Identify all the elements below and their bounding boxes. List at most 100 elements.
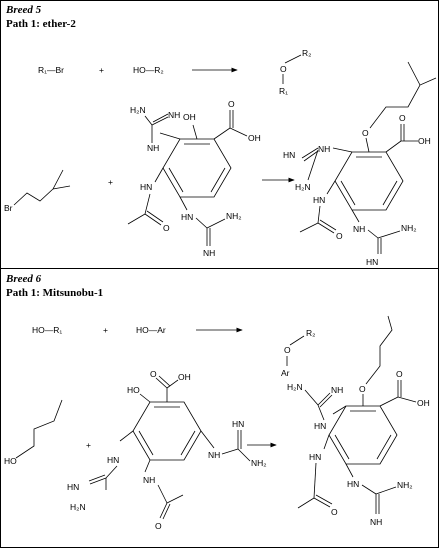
benzene-ring (162, 138, 232, 198)
prod2-acid-o: O (396, 369, 403, 379)
bond (154, 167, 164, 183)
breed5-product-o: O (280, 64, 287, 74)
bond (144, 193, 151, 215)
bond (317, 404, 325, 421)
mol1-acid-oh: OH (248, 133, 261, 143)
breed5-br-label: Br (4, 203, 13, 213)
bond (144, 459, 151, 473)
breed6-product-o: O (284, 345, 291, 355)
breed5-product-molecule: O O OH OH NH HN H₂N HN O NH NH₂ HN (283, 61, 437, 267)
bond (397, 396, 417, 403)
prod2-ether-o: O (359, 384, 366, 394)
breed5-product-r1: R₁ (279, 86, 288, 96)
breed5-reactant2: HO—R₂ (133, 65, 164, 75)
mol1-oh: OH (183, 112, 196, 122)
bond (195, 217, 208, 229)
bond (144, 213, 162, 226)
bond (340, 180, 356, 206)
prod2-acid-oh: OH (417, 398, 430, 408)
bond (151, 116, 169, 126)
bond (158, 375, 171, 387)
bond (376, 434, 392, 460)
prod1-ether-o: O (362, 128, 369, 138)
mol2-hn-imine: HN (232, 419, 244, 429)
bond (213, 127, 231, 140)
bond (319, 394, 333, 408)
bond (206, 218, 226, 229)
bond (332, 147, 353, 153)
prod1-nh2: NH₂ (401, 223, 417, 233)
bond (382, 180, 398, 206)
butyl-chain (15, 399, 63, 459)
breed6-path: Path 1: Mitsunobu-1 (6, 287, 104, 299)
mol2-acid-oh: OH (178, 372, 191, 382)
prod2-nh2: NH₂ (397, 480, 413, 490)
bond (139, 393, 151, 403)
bond (155, 377, 168, 389)
mol2-ho: HO (127, 385, 140, 395)
bond (146, 210, 164, 223)
bond (119, 430, 134, 442)
bond (159, 502, 168, 519)
mol1-hn-1: HN (140, 182, 152, 192)
breed6-butanol: HO (4, 399, 63, 466)
mol1-nh-1: NH (147, 143, 159, 153)
bond (323, 434, 330, 450)
bond (313, 462, 317, 499)
prod1-amide-o: O (336, 231, 343, 241)
breed6-reactant2: HO—Ar (136, 325, 166, 335)
bond (166, 379, 179, 389)
prod1-nh-2: NH (353, 224, 365, 234)
bond (317, 222, 335, 234)
bond (351, 209, 360, 223)
bond (180, 430, 196, 456)
bond (237, 448, 251, 462)
bond (166, 494, 184, 504)
breed6-plus: + (103, 325, 108, 335)
bond (313, 497, 331, 508)
breed6-product-ar: Ar (281, 368, 290, 378)
prod2-h2n: H₂N (287, 382, 303, 392)
prod2-hn-1: HN (314, 421, 326, 431)
bond (385, 140, 402, 153)
isopentyl-chain (13, 169, 71, 206)
prod2-hn-3: HN (347, 479, 359, 489)
breed6-general-reaction: HO—R₁ + HO—Ar O R₂ Ar (32, 325, 315, 378)
mol1-acid-o: O (228, 99, 235, 109)
prod1-h2n: H₂N (295, 182, 311, 192)
bond (365, 137, 370, 153)
bond (105, 465, 118, 479)
section-divider (0, 268, 439, 269)
bond (210, 167, 226, 193)
prod1-hn-2: HN (313, 195, 325, 205)
benzene-ring (328, 405, 398, 465)
bond (379, 396, 399, 407)
prod2-nh-1: NH (331, 385, 343, 395)
mol1-amide-o: O (163, 223, 170, 233)
bond (200, 430, 215, 449)
mol2-hn-2: HN (67, 482, 79, 492)
bond (377, 230, 401, 239)
bond (152, 113, 169, 123)
bond (144, 115, 153, 126)
mol2-amide-o: O (155, 521, 162, 531)
bond (304, 389, 319, 406)
breed6-plus-2: + (86, 440, 91, 450)
bond (162, 503, 171, 520)
bond (89, 477, 107, 485)
bond (229, 127, 248, 137)
bond (317, 205, 321, 224)
bond (367, 229, 379, 239)
breed6-product-molecule: O O OH HN H₂N NH HN O HN NH₂ NH (287, 315, 430, 527)
isopentyl-chain (369, 61, 437, 129)
mol1-h2n: H₂N (130, 105, 146, 115)
breed6-ho-label: HO (4, 456, 17, 466)
mol2-nh-2: NH (143, 475, 155, 485)
breed5-plus: + (99, 65, 104, 75)
prod1-hn-3: HN (366, 257, 378, 267)
bond (299, 222, 319, 233)
bond (301, 147, 319, 159)
bond (307, 149, 319, 181)
